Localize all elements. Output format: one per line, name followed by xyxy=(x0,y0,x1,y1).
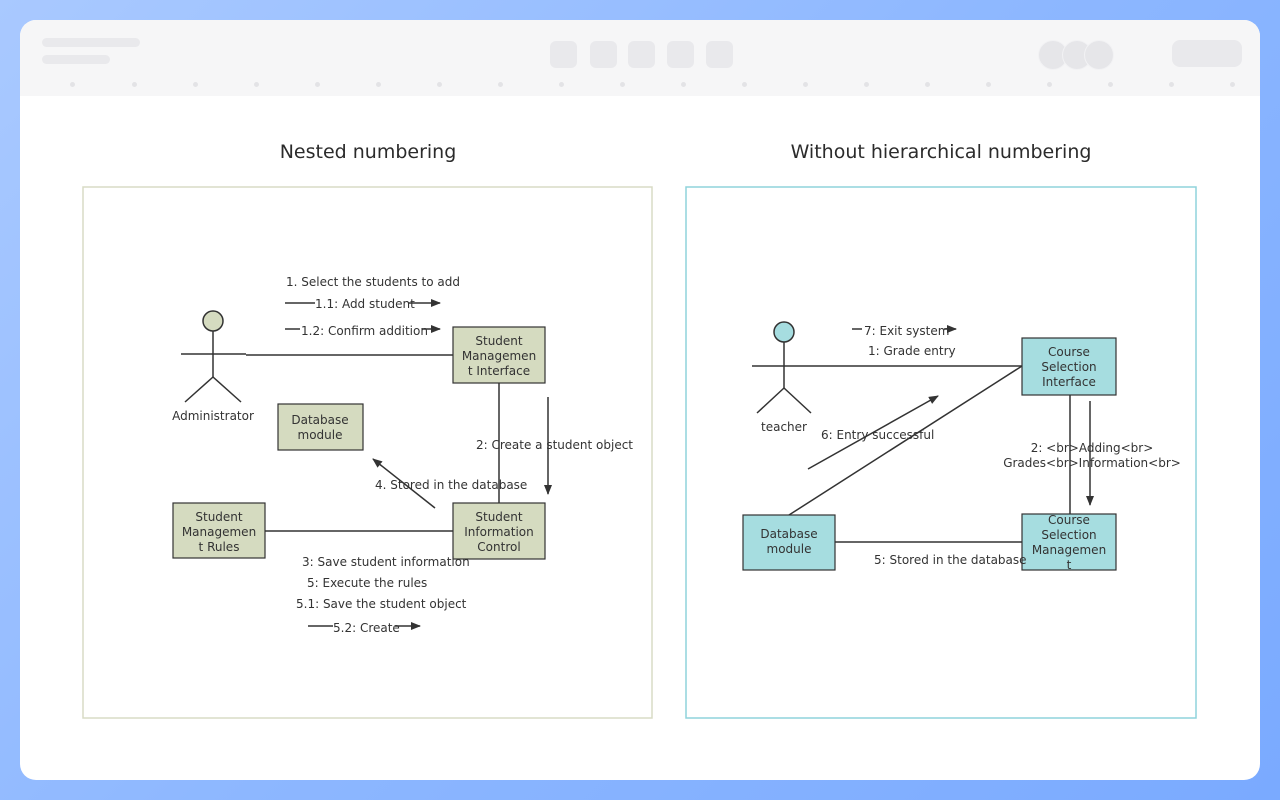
actor-label-administrator: Administrator xyxy=(172,409,254,423)
box-student-management-interface[interactable]: Student Managemen t Interface xyxy=(452,326,546,384)
box-student-information-control[interactable]: Student Information Control xyxy=(452,502,546,560)
toolbar-placeholder xyxy=(20,20,1260,96)
box-label: module xyxy=(767,542,812,556)
subtitle-skeleton xyxy=(42,55,110,64)
box-database-module-right[interactable]: Database module xyxy=(742,514,836,571)
message-label: 5: Stored in the database xyxy=(874,553,1027,567)
left-panel-title: Nested numbering xyxy=(280,141,457,163)
box-label: Student xyxy=(475,510,523,524)
right-panel-frame xyxy=(685,186,1197,719)
message-label: 2: <br>Adding<br> xyxy=(1031,441,1154,455)
toolbar-button-5[interactable] xyxy=(706,41,733,68)
message-label: 5.2: Create xyxy=(333,621,400,635)
box-label: Database xyxy=(760,527,817,541)
toolbar-button-3[interactable] xyxy=(628,41,655,68)
title-skeleton xyxy=(42,38,140,47)
message-label: 3: Save student information xyxy=(302,555,470,569)
box-database-module-left[interactable]: Database module xyxy=(277,403,364,451)
box-label: Managemen xyxy=(1032,543,1106,557)
box-label: Course xyxy=(1048,345,1090,359)
box-label: Database xyxy=(291,413,348,427)
share-button[interactable] xyxy=(1172,40,1242,67)
avatar[interactable] xyxy=(1084,40,1114,70)
box-label: Selection xyxy=(1041,360,1096,374)
toolbar-button-1[interactable] xyxy=(550,41,577,68)
box-label: t Interface xyxy=(468,364,530,378)
message-label: 1.1: Add student xyxy=(315,297,415,311)
box-label: Student xyxy=(475,334,523,348)
actor-administrator-icon[interactable] xyxy=(202,310,224,332)
link-db-interface xyxy=(788,365,1023,516)
toolbar-button-2[interactable] xyxy=(590,41,617,68)
box-label: Selection xyxy=(1041,528,1096,542)
box-label: t Rules xyxy=(199,540,240,554)
left-panel-frame xyxy=(82,186,653,719)
box-label: Student xyxy=(195,510,243,524)
box-label: module xyxy=(298,428,343,442)
actor-label-teacher: teacher xyxy=(761,420,807,434)
message-label: 5: Execute the rules xyxy=(307,576,427,590)
box-course-selection-interface[interactable]: Course Selection Interface xyxy=(1021,337,1117,396)
box-course-selection-management[interactable]: Course Selection Managemen t xyxy=(1021,513,1117,572)
message-label: 5.1: Save the student object xyxy=(296,597,467,611)
message-label: 2: Create a student object xyxy=(476,438,633,452)
box-label: t xyxy=(1067,558,1072,572)
box-label: Interface xyxy=(1042,375,1096,389)
box-label: Information xyxy=(464,525,533,539)
message-label: Grades<br>Information<br> xyxy=(1003,456,1181,470)
actor-teacher-icon[interactable] xyxy=(773,321,795,343)
left-diagram xyxy=(181,299,552,630)
box-student-management-rules[interactable]: Student Managemen t Rules xyxy=(172,502,266,559)
message-label: 4. Stored in the database xyxy=(375,478,527,492)
toolbar-button-4[interactable] xyxy=(667,41,694,68)
box-label: Managemen xyxy=(462,349,536,363)
box-label: Managemen xyxy=(182,525,256,539)
message-label: 6: Entry successful xyxy=(821,428,934,442)
box-label: Course xyxy=(1048,513,1090,527)
box-label: Control xyxy=(477,540,520,554)
message-label: 1: Grade entry xyxy=(868,344,956,358)
right-diagram xyxy=(752,321,1094,543)
message-label: 1. Select the students to add xyxy=(286,275,460,289)
message-label: 1.2: Confirm addition xyxy=(301,324,428,338)
right-panel-title: Without hierarchical numbering xyxy=(791,141,1092,163)
message-label: 7: Exit system xyxy=(864,324,949,338)
